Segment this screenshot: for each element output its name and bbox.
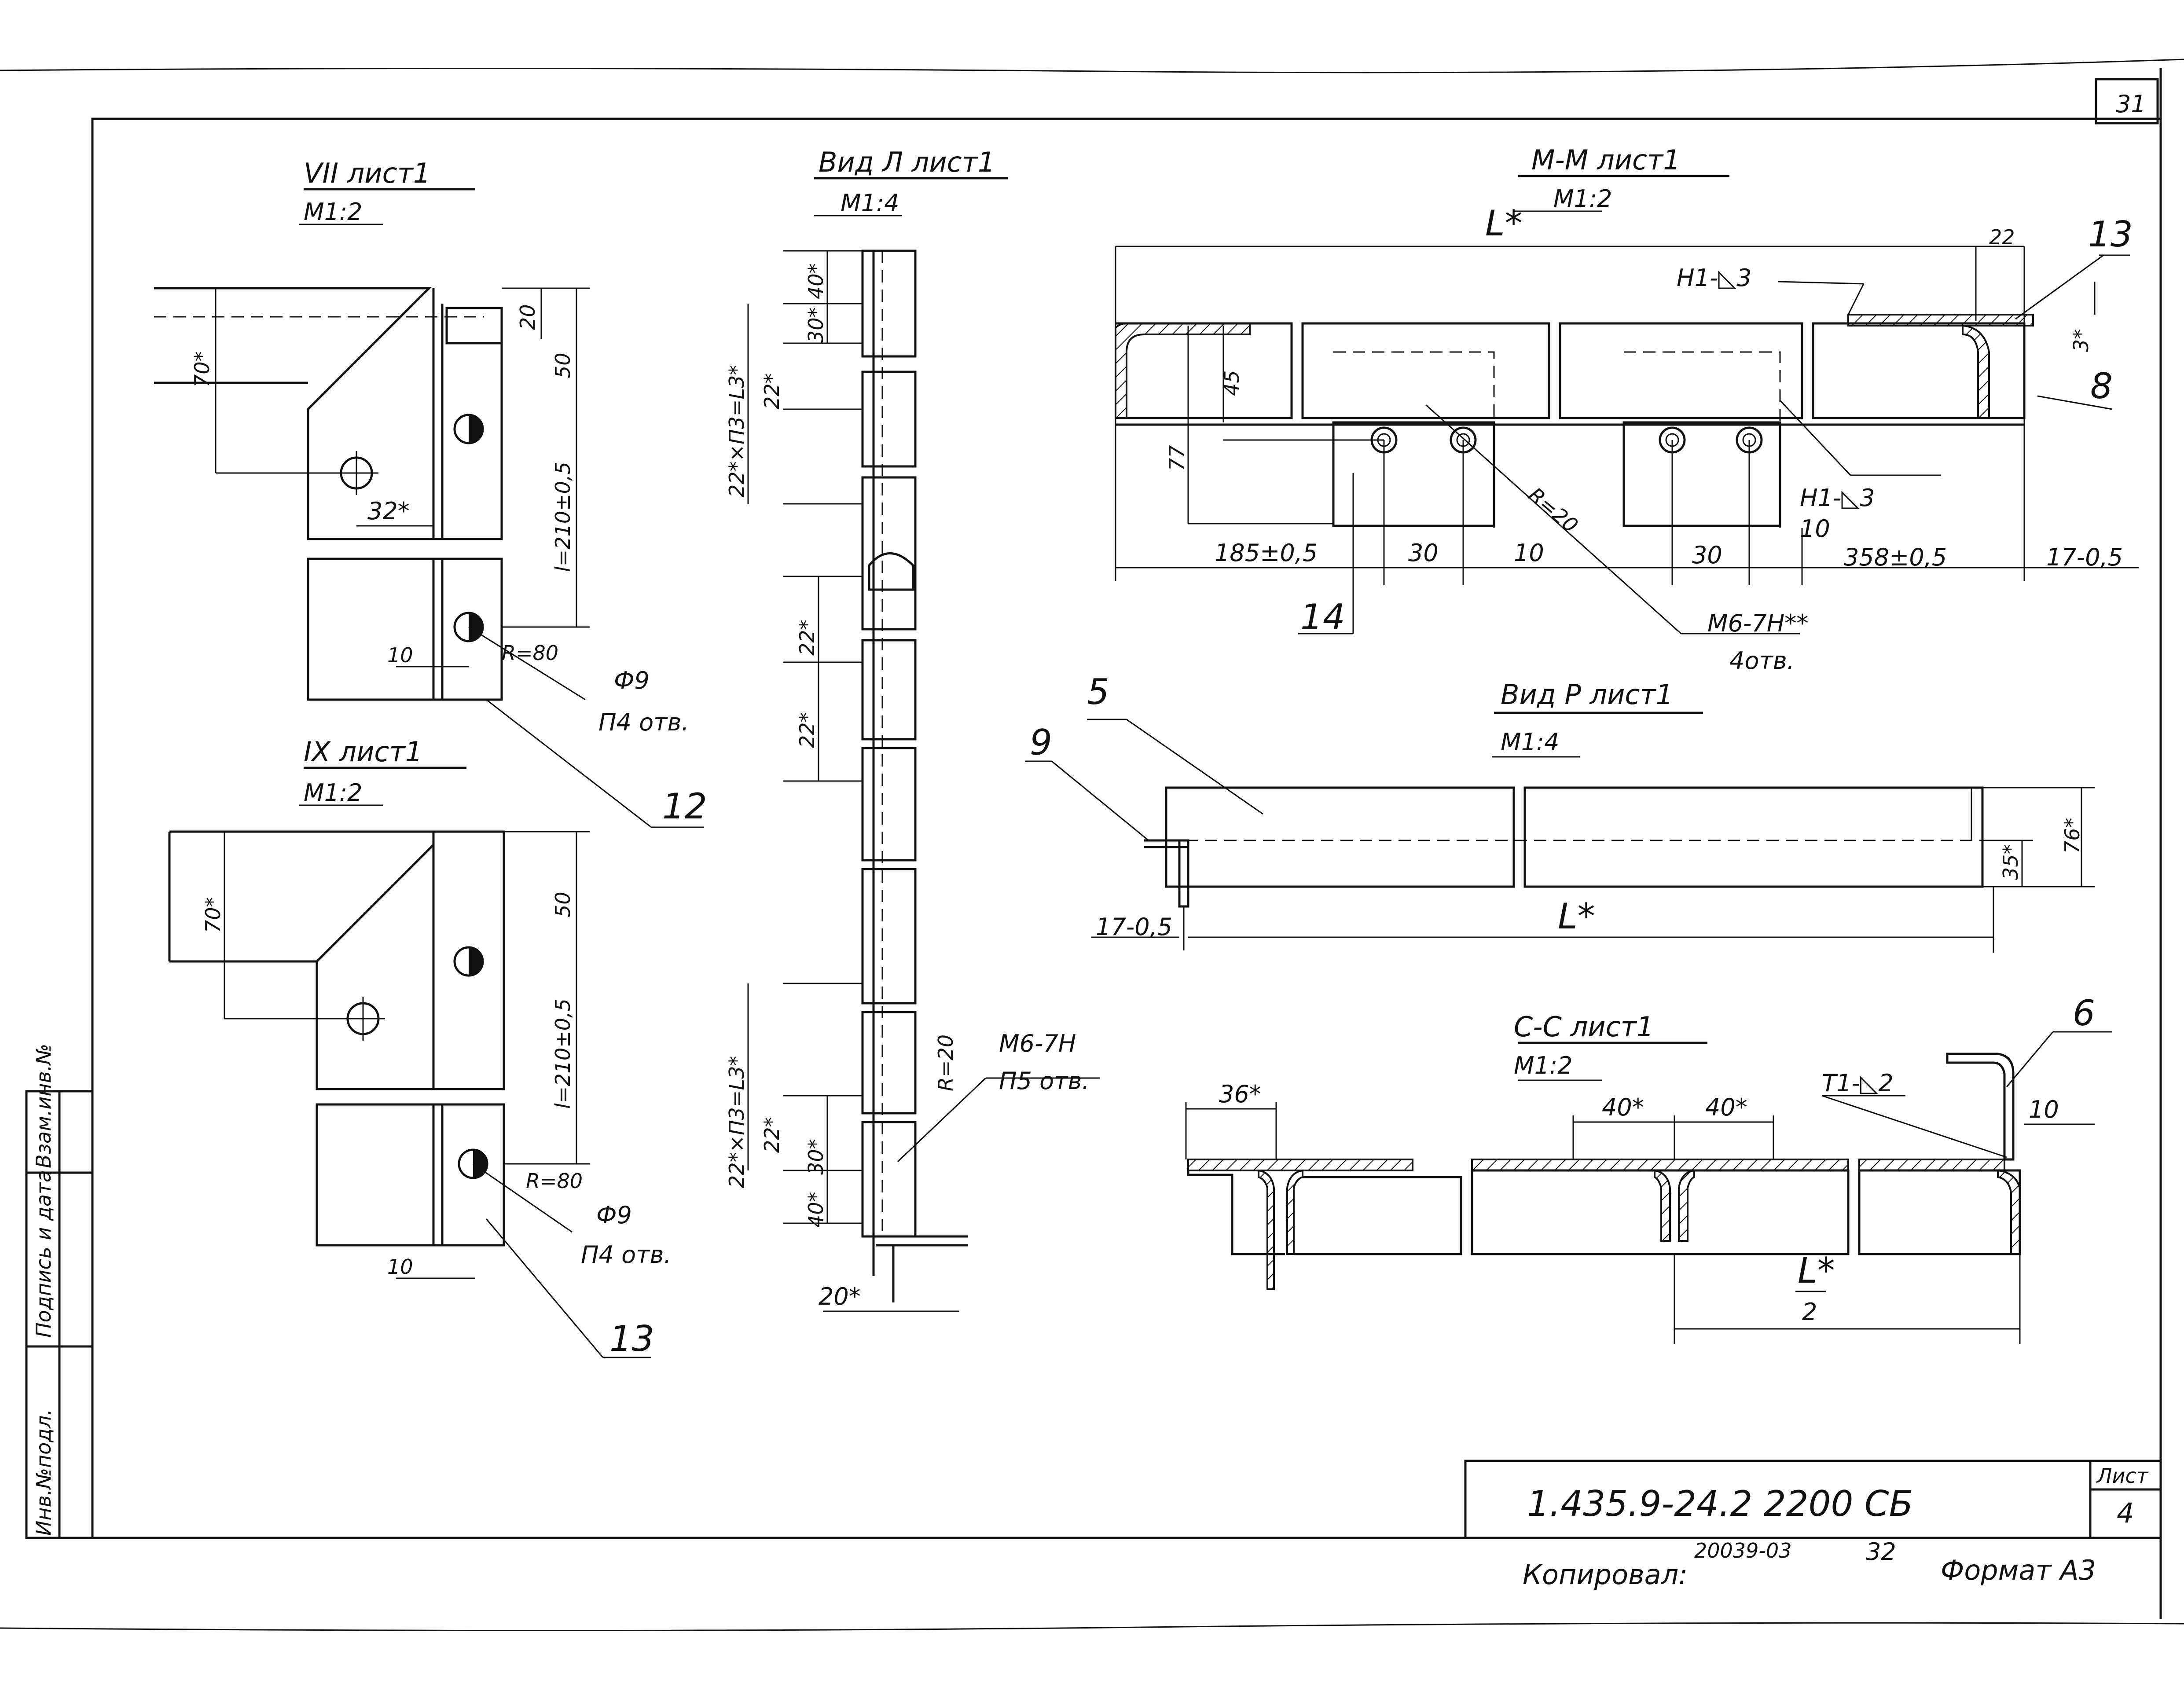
dim-vii-50: 50 — [551, 352, 575, 378]
dim-ix-10: 10 — [387, 1255, 413, 1279]
note-l-thread: M6-7H — [999, 1030, 1076, 1057]
note-l-holes: П5 отв. — [999, 1067, 1090, 1095]
dim-mm-30-right: 30 — [1692, 541, 1722, 569]
dim-mm-185: 185±0,5 — [1215, 539, 1318, 567]
dim-cc-L: L* — [1798, 1250, 1835, 1291]
view-l-title: Вид Л лист1 — [819, 146, 995, 178]
weld-mm-top: H1-◺3 — [1677, 264, 1751, 292]
dim-ix-phi9: Ф9 — [596, 1201, 632, 1229]
sheet-frame — [0, 59, 2184, 1632]
drawing-designation: 1.435.9-24.2 2200 СБ — [1527, 1483, 1913, 1524]
note-mm-thread: M6-7H** — [1707, 609, 1808, 637]
view-mm-geometry — [1115, 175, 2139, 635]
footer-order: 20039-03 — [1694, 1539, 1791, 1563]
callout-14: 14 — [1300, 597, 1345, 638]
dim-l-22-mid1: 22* — [795, 620, 819, 656]
dim-mm-17: 17-0,5 — [2046, 543, 2123, 571]
dim-p-76: 76* — [2060, 818, 2084, 854]
view-vii-geometry — [154, 188, 704, 828]
dim-mm-22: 22 — [1989, 225, 2015, 249]
view-mm-title: M-M лист1 — [1531, 144, 1681, 176]
dim-mm-r20: R=20 — [1524, 483, 1583, 537]
dim-mm-10-left: 10 — [1514, 539, 1544, 567]
dim-vii-20: 20 — [516, 304, 540, 330]
footer-copied-label: Копировал: — [1523, 1559, 1688, 1591]
dim-vii-phi9: Ф9 — [614, 667, 650, 694]
view-cc-scale: M1:2 — [1514, 1052, 1573, 1079]
dim-ix-r80: R=80 — [526, 1169, 583, 1193]
dim-vii-holes: П4 отв. — [598, 708, 689, 736]
dim-l-40-bottom: 40* — [804, 1192, 828, 1228]
dim-vii-70: 70* — [190, 351, 214, 387]
view-vii-title: VII лист1 — [304, 157, 430, 189]
dim-mm-358: 358±0,5 — [1844, 543, 1947, 571]
dim-l-22xn3-bottom: 22*×П3=L3* — [725, 1056, 749, 1188]
view-cc-title: C-C лист1 — [1514, 1011, 1654, 1043]
note-mm-holes: 4отв. — [1729, 647, 1795, 675]
dim-vii-l210: l=210±0,5 — [551, 462, 575, 572]
callout-5: 5 — [1087, 671, 1109, 712]
view-mm-scale: M1:2 — [1553, 185, 1612, 213]
dim-mm-45: 45 — [1220, 370, 1244, 396]
dim-l-30-top: 30* — [804, 307, 828, 343]
dim-ix-holes: П4 отв. — [581, 1241, 672, 1269]
view-p-scale: M1:4 — [1501, 728, 1560, 756]
sheet-label: Лист — [2096, 1464, 2149, 1488]
view-l-geometry — [747, 177, 1100, 1312]
dim-mm-10-right: 10 — [1800, 515, 1830, 543]
view-ix-scale: M1:2 — [304, 779, 363, 807]
dim-l-22xn3-top: 22*×П3=L3* — [725, 365, 749, 497]
dim-cc-40-left: 40* — [1602, 1093, 1644, 1121]
dim-ix-70: 70* — [201, 897, 225, 933]
dim-mm-30-left: 30 — [1408, 539, 1439, 567]
callout-8: 8 — [2090, 366, 2113, 407]
weld-mm-right: H1-◺3 — [1800, 484, 1875, 512]
view-vii-scale: M1:2 — [304, 198, 363, 226]
view-ix-geometry — [168, 767, 651, 1358]
callout-13-ix: 13 — [609, 1318, 654, 1359]
dim-mm-3: 3* — [2069, 329, 2093, 352]
dim-cc-36: 36* — [1219, 1080, 1261, 1108]
view-l-scale: M1:4 — [841, 189, 899, 217]
dim-l-20: 20* — [819, 1283, 861, 1310]
view-ix-title: IX лист1 — [304, 736, 422, 768]
dim-l-22-mid2: 22* — [795, 712, 819, 748]
sheet-number: 4 — [2117, 1497, 2134, 1529]
side-stamp-original-inv: Инв.№подл. — [32, 1409, 55, 1536]
title-block-frame — [1464, 1460, 2162, 1539]
dim-l-22-bottom: 22* — [760, 1117, 784, 1153]
dim-p-L: L* — [1558, 896, 1595, 937]
dim-mm-77: 77 — [1165, 445, 1189, 471]
dim-vii-r80: R=80 — [502, 641, 558, 665]
callout-6: 6 — [2073, 993, 2095, 1034]
view-cc-geometry — [1185, 1031, 2112, 1344]
dim-cc-10: 10 — [2029, 1096, 2059, 1123]
side-stamp — [25, 1090, 94, 1539]
dim-cc-40-right: 40* — [1705, 1093, 1747, 1121]
dim-ix-l210: l=210±0,5 — [551, 998, 575, 1109]
dim-l-22-top: 22* — [760, 373, 784, 409]
dim-p-35: 35* — [1999, 844, 2022, 880]
dim-p-17: 17-0,5 — [1096, 913, 1172, 941]
side-stamp-signature-date: Подпись и дата — [32, 1170, 55, 1338]
dim-l-40-top: 40* — [804, 263, 828, 299]
view-p-title: Вид P лист1 — [1501, 679, 1673, 711]
sheet-corner-number: 31 — [2116, 90, 2146, 118]
dim-vii-32: 32* — [367, 497, 410, 525]
footer-page: 32 — [1866, 1538, 1896, 1566]
callout-12: 12 — [662, 786, 707, 827]
dim-vii-10: 10 — [387, 643, 413, 667]
view-p-geometry — [1025, 712, 2095, 953]
side-stamp-replace-inv: Взам.инв.№ — [32, 1044, 55, 1168]
dim-cc-2: 2 — [1802, 1298, 1817, 1326]
dim-l-30-bottom: 30* — [804, 1139, 828, 1175]
dim-mm-L: L* — [1485, 203, 1523, 244]
footer-format: Формат А3 — [1941, 1554, 2096, 1586]
dim-l-r20: R=20 — [934, 1034, 958, 1091]
weld-cc: T1-◺2 — [1822, 1069, 1894, 1097]
callout-13-mm: 13 — [2088, 214, 2133, 255]
callout-9: 9 — [1030, 722, 1052, 763]
dim-ix-50: 50 — [551, 891, 575, 917]
